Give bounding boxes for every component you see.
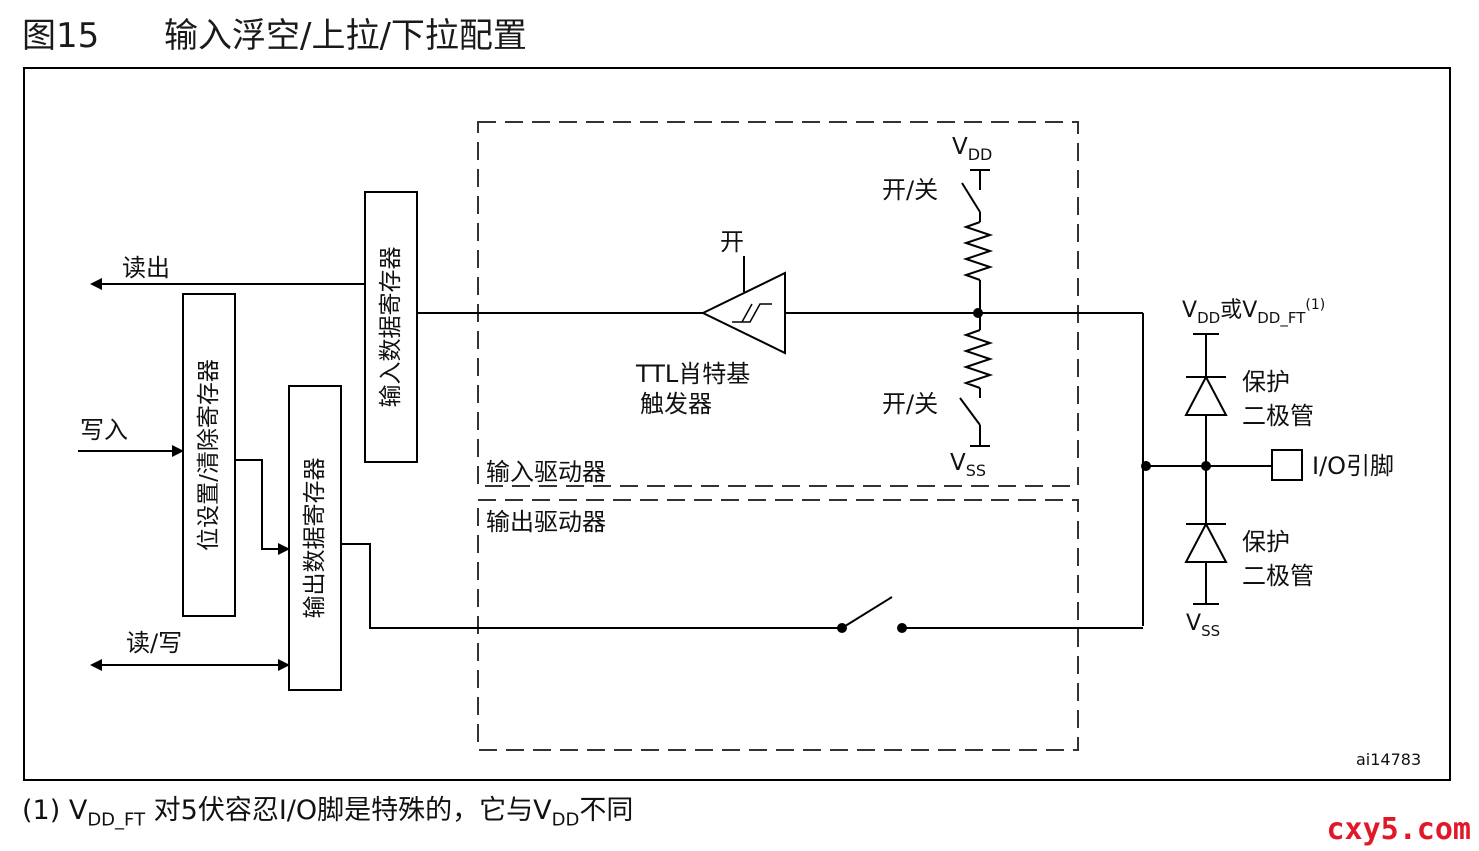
input-driver-label: 输入驱动器 (486, 458, 606, 486)
upper-protection-diode (1184, 374, 1228, 416)
pullup-switch (961, 182, 981, 213)
odr-output-wire (341, 543, 842, 629)
input-data-register-box (364, 191, 418, 463)
schmitt-on-label: 开 (720, 228, 744, 256)
upper-diode-label-line2: 二极管 (1242, 402, 1314, 430)
pullup-resistor (962, 221, 994, 281)
bit-set-reset-register-label: 位设置/清除寄存器 (196, 359, 222, 551)
output-data-register-box (288, 385, 342, 691)
lower-protection-diode (1184, 521, 1228, 563)
upper-diode-label-line1: 保护 (1242, 368, 1290, 396)
footnote-suffix: 不同 (579, 795, 634, 826)
output-driver-box (477, 499, 1079, 751)
footnote-prefix: (1) V (22, 795, 88, 826)
figure-number: 图15 (22, 16, 100, 56)
bsrr-to-odr-wire (235, 459, 290, 555)
io-junction-left (1141, 461, 1151, 471)
watermark: cxy5.com (1326, 812, 1472, 847)
pull-node-junction (973, 308, 983, 318)
bit-set-reset-register-box (182, 293, 236, 617)
output-data-register-label: 输出数据寄存器 (302, 458, 328, 619)
write-in-label: 写入 (80, 416, 128, 444)
io-pin-square (1271, 449, 1303, 481)
input-driver-box (477, 121, 1079, 487)
footnote-middle: 对5伏容忍I/O脚是特殊的，它与V (145, 795, 552, 826)
vdd-or-vddft-label: VDD或VDD_FT(1) (1182, 297, 1325, 328)
figure-title: 输入浮空/上拉/下拉配置 (164, 16, 527, 56)
pullup-on-off-label: 开/关 (882, 176, 938, 204)
diagram-id: ai14783 (1356, 750, 1421, 769)
vss-pulldown-label: VSS (950, 450, 986, 480)
ttl-schmitt-label-line1: TTL肖特基 (635, 360, 750, 388)
schmitt-hysteresis-icon (732, 303, 772, 323)
output-switch-blade (841, 596, 893, 629)
io-pin-label: I/O引脚 (1312, 452, 1394, 480)
footnote-sub2: DD (551, 809, 580, 831)
vdd-pullup-label: VDD (952, 134, 992, 164)
output-driver-label: 输出驱动器 (486, 508, 606, 536)
read-write-label: 读/写 (126, 629, 182, 657)
input-data-register-label: 输入数据寄存器 (378, 247, 404, 408)
footnote: (1) VDD_FT 对5伏容忍I/O脚是特殊的，它与VDD不同 (22, 788, 633, 830)
diagram-frame (23, 67, 1451, 781)
footnote-sub1: DD_FT (87, 809, 146, 831)
vss-diode-label: VSS (1186, 611, 1220, 640)
ttl-schmitt-label-line2: 触发器 (640, 390, 712, 418)
read-out-label: 读出 (122, 254, 170, 282)
lower-diode-label-line1: 保护 (1242, 528, 1290, 556)
pulldown-resistor (962, 329, 994, 389)
lower-diode-label-line2: 二极管 (1242, 562, 1314, 590)
pulldown-on-off-label: 开/关 (882, 390, 938, 418)
pulldown-switch (959, 397, 981, 426)
